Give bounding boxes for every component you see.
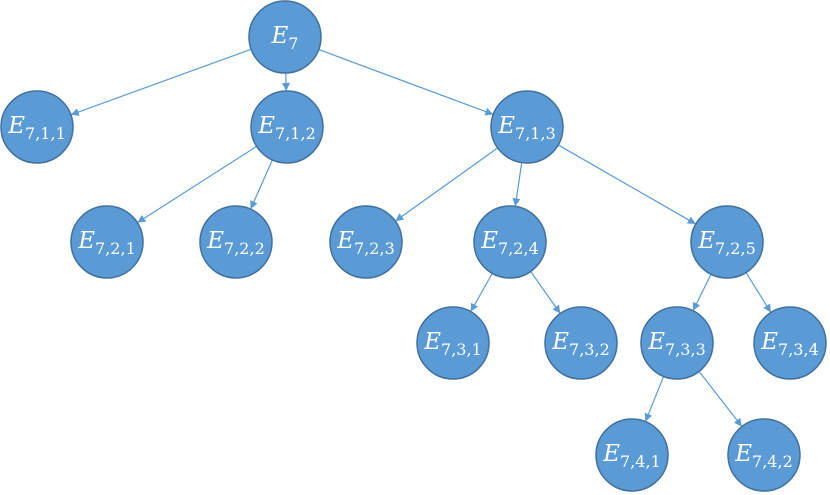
node-label-base: E — [336, 228, 354, 254]
node-circle — [329, 205, 403, 279]
edges-layer — [70, 48, 771, 427]
node-e7-1-3: E7,1,3 — [490, 90, 564, 164]
node-label-base: E — [423, 329, 441, 355]
node-label-base: E — [7, 113, 25, 139]
node-label-subscript: 7,3,1 — [441, 340, 482, 359]
edge-e7-2-4-to-e7-3-2 — [529, 269, 561, 314]
node-circle — [544, 306, 618, 380]
node-circle — [0, 90, 74, 164]
node-label-subscript: 7,3,4 — [778, 340, 819, 359]
node-label: E7,2,1 — [77, 228, 136, 258]
node-circle — [727, 418, 801, 492]
node-label-subscript: 7,1,1 — [25, 124, 66, 143]
node-circle — [70, 205, 144, 279]
node-circle — [416, 306, 490, 380]
node-label-base: E — [551, 329, 569, 355]
node-e7-4-2: E7,4,2 — [727, 418, 801, 492]
node-label: E7,2,3 — [336, 228, 395, 258]
edge-e7-to-e7-1-3 — [316, 48, 494, 116]
edge-e7-2-5-to-e7-3-3 — [692, 272, 713, 311]
node-label-subscript: 7,2,5 — [715, 239, 756, 258]
node-label: E7,1,1 — [7, 113, 66, 143]
node-label: E7,1,2 — [257, 113, 316, 143]
node-e7-2-1: E7,2,1 — [70, 205, 144, 279]
node-e7-2-5: E7,2,5 — [690, 205, 764, 279]
node-label: E7,3,3 — [647, 329, 706, 359]
node-label-subscript: 7,3,2 — [569, 340, 610, 359]
edge-e7-1-3-to-e7-2-5 — [556, 143, 696, 225]
node-circle — [640, 306, 714, 380]
node-label: E7,3,1 — [423, 329, 482, 359]
edge-e7-1-3-to-e7-2-4 — [512, 160, 523, 207]
node-circle — [595, 418, 669, 492]
node-label: E7,4,1 — [602, 441, 661, 471]
node-e7: E7 — [248, 0, 322, 74]
node-label-base: E — [206, 228, 224, 254]
node-label-subscript: 7,2,4 — [498, 239, 539, 258]
node-label: E7,3,2 — [551, 329, 610, 359]
edge-e7-1-2-to-e7-2-1 — [137, 144, 259, 223]
node-e7-1-1: E7,1,1 — [0, 90, 74, 164]
node-label-subscript: 7,2,2 — [224, 239, 265, 258]
node-label-subscript: 7,1,3 — [515, 124, 556, 143]
node-label: E7,1,3 — [497, 113, 556, 143]
node-e7-4-1: E7,4,1 — [595, 418, 669, 492]
node-label-subscript: 7 — [288, 34, 298, 53]
node-label: E7,2,2 — [206, 228, 265, 258]
node-circle — [753, 306, 827, 380]
node-e7-3-3: E7,3,3 — [640, 306, 714, 380]
edge-e7-3-3-to-e7-4-2 — [697, 369, 742, 427]
node-e7-3-4: E7,3,4 — [753, 306, 827, 380]
node-label-subscript: 7,2,3 — [354, 239, 395, 258]
node-label-base: E — [602, 441, 620, 467]
node-circle — [490, 90, 564, 164]
node-label-base: E — [734, 441, 752, 467]
node-label-base: E — [480, 228, 498, 254]
node-e7-3-2: E7,3,2 — [544, 306, 618, 380]
node-circle — [248, 0, 322, 74]
node-label-base: E — [647, 329, 665, 355]
node-label-base: E — [697, 228, 715, 254]
node-label-base: E — [497, 113, 515, 139]
edge-e7-1-2-to-e7-2-2 — [250, 157, 274, 210]
edge-e7-to-e7-1-1 — [70, 48, 254, 116]
node-label-base: E — [271, 23, 289, 49]
edge-e7-3-3-to-e7-4-1 — [644, 374, 665, 422]
node-e7-1-2: E7,1,2 — [250, 90, 324, 164]
node-circle — [250, 90, 324, 164]
node-label: E7,2,5 — [697, 228, 756, 258]
node-e7-2-3: E7,2,3 — [329, 205, 403, 279]
node-label: E7,4,2 — [734, 441, 793, 471]
node-label-base: E — [257, 113, 275, 139]
node-e7-2-2: E7,2,2 — [199, 205, 273, 279]
node-label: E7,2,4 — [480, 228, 539, 258]
node-label-base: E — [760, 329, 778, 355]
node-label: E7,3,4 — [760, 329, 819, 359]
node-label-subscript: 7,2,1 — [95, 239, 136, 258]
node-label: E7 — [271, 23, 299, 53]
edge-e7-2-4-to-e7-3-1 — [470, 271, 494, 312]
node-circle — [199, 205, 273, 279]
node-label-subscript: 7,4,2 — [752, 452, 793, 471]
edge-e7-1-3-to-e7-2-3 — [395, 146, 500, 222]
node-label-base: E — [77, 228, 95, 254]
node-label-subscript: 7,1,2 — [275, 124, 316, 143]
node-e7-2-4: E7,2,4 — [473, 205, 547, 279]
node-label-subscript: 7,3,3 — [665, 340, 706, 359]
node-circle — [690, 205, 764, 279]
node-circle — [473, 205, 547, 279]
node-e7-3-1: E7,3,1 — [416, 306, 490, 380]
edge-e7-2-5-to-e7-3-4 — [744, 270, 771, 313]
node-label-subscript: 7,4,1 — [620, 452, 661, 471]
